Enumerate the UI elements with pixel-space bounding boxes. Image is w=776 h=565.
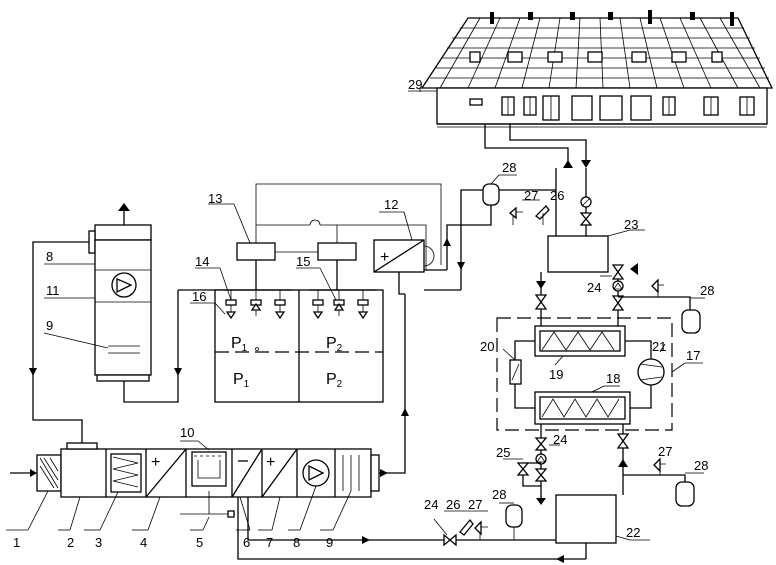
label-18: 18 [606, 371, 620, 386]
label-27a: 27 [524, 188, 538, 203]
label-14: 14 [195, 254, 209, 269]
zone-label-p1-bottom: P1 [233, 371, 250, 390]
compressor-21 [637, 358, 665, 386]
exhaust-unit [88, 203, 152, 382]
expansion-tank-right-top [651, 278, 701, 334]
label-28a: 28 [502, 160, 516, 175]
label-24b: 24 [553, 432, 567, 447]
ahu-labels [6, 440, 352, 531]
label-1: 1 [13, 535, 20, 550]
buffer-tank-23 [547, 235, 609, 273]
buffer-tank-22 [555, 494, 617, 544]
label-9: 9 [326, 535, 333, 550]
label-10: 10 [180, 425, 194, 440]
evaporator-18 [534, 391, 631, 425]
expansion-tank-right-bottom [653, 457, 695, 507]
label-11: 11 [46, 283, 60, 298]
label-29: 29 [408, 77, 422, 92]
zone-controllers [236, 183, 442, 290]
label-6: 6 [243, 535, 250, 550]
label-26b: 26 [446, 497, 460, 512]
cooling-pipes [237, 497, 587, 563]
label-27c: 27 [658, 444, 672, 459]
label-28b: 28 [700, 283, 714, 298]
label-26a: 26 [550, 188, 564, 203]
label-28d: 28 [492, 487, 506, 502]
chimney [570, 12, 575, 20]
label-3: 3 [95, 535, 102, 550]
heating-loop [424, 168, 557, 291]
label-27b: 27 [468, 497, 482, 512]
label-8: 8 [293, 535, 300, 550]
valves-top [508, 205, 550, 225]
diffusers [224, 289, 376, 320]
label-12: 12 [384, 197, 398, 212]
label-9b: 9 [46, 318, 53, 333]
air-handling-unit: + + [10, 442, 380, 518]
chimney [648, 10, 652, 24]
svg-text:+: + [380, 249, 389, 266]
building-pipes [484, 124, 591, 236]
chimney [490, 12, 494, 24]
building [419, 10, 774, 128]
svg-text:+: + [266, 454, 275, 471]
heat-exchanger: + [373, 239, 435, 273]
label-28c: 28 [694, 458, 708, 473]
exhaust-housing [94, 239, 152, 376]
svg-text:+: + [151, 454, 160, 471]
label-4: 4 [140, 535, 147, 550]
zone-label-p2-top: P2 [326, 335, 343, 354]
expansion-tank-top [482, 183, 500, 206]
zone-label-p2-bottom: P2 [326, 371, 343, 390]
humidifier [191, 451, 227, 487]
valve-building [579, 196, 593, 226]
label-15: 15 [296, 254, 310, 269]
controller-zone1 [236, 242, 276, 261]
zone-label-p1-top: P1 [231, 335, 248, 354]
refrigerant-circuit [509, 340, 665, 409]
label-23: 23 [624, 217, 638, 232]
condenser-19 [534, 325, 626, 357]
label-24c: 24 [424, 497, 438, 512]
condenser-pipes [534, 263, 691, 326]
controller-zone2 [317, 242, 357, 261]
chimney [690, 12, 695, 20]
label-5: 5 [196, 535, 203, 550]
label-24a: 24 [587, 280, 601, 295]
label-21: 21 [652, 339, 666, 354]
label-13: 13 [208, 191, 222, 206]
label-20: 20 [480, 339, 494, 354]
label-2: 2 [67, 535, 74, 550]
valves-bottom [443, 504, 523, 547]
evaporator-pipes [516, 424, 686, 505]
label-8b: 8 [46, 249, 53, 264]
chimney [608, 12, 613, 20]
label-16: 16 [192, 289, 206, 304]
zones-room [214, 289, 384, 403]
supply-duct [379, 272, 409, 477]
label-22: 22 [626, 525, 640, 540]
chimney [528, 12, 533, 20]
chimney [730, 12, 734, 26]
heat-pump-17 [496, 317, 673, 431]
label-7: 7 [266, 535, 273, 550]
label-19: 19 [549, 367, 563, 382]
label-25: 25 [496, 445, 510, 460]
label-17: 17 [686, 348, 700, 363]
